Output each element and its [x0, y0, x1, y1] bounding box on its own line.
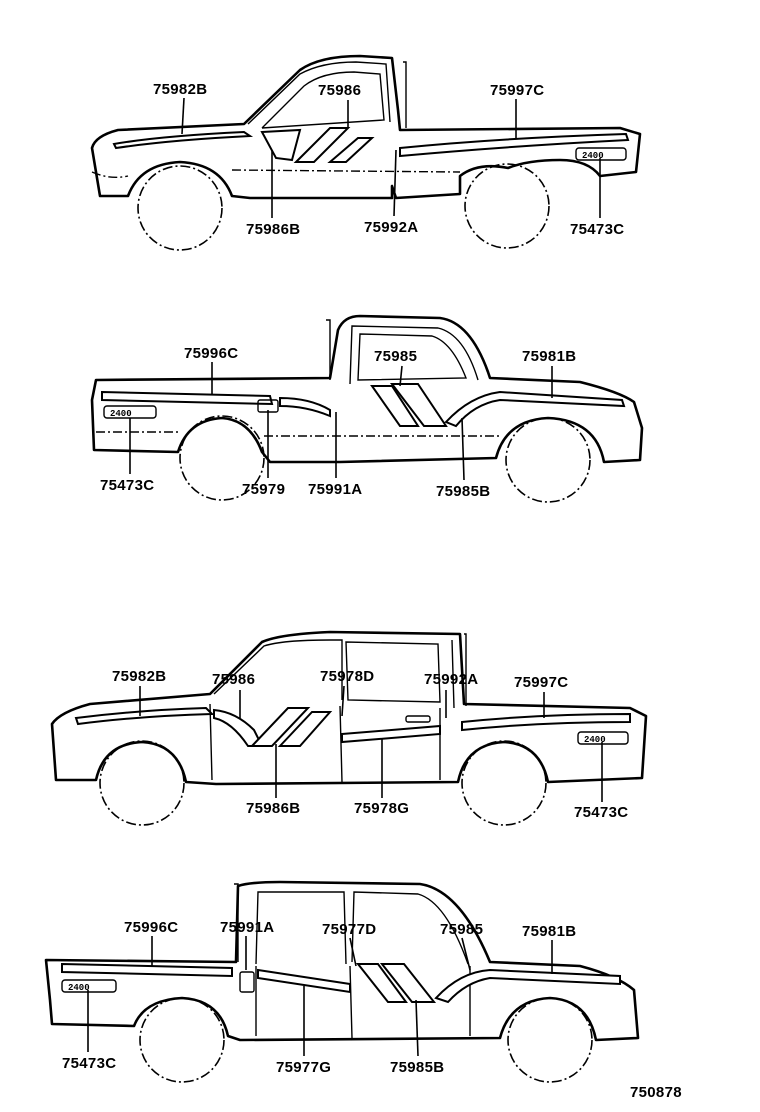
- part-label: 75978G: [354, 800, 409, 817]
- leader-line: [461, 937, 471, 971]
- part-label: 75982B: [112, 668, 166, 685]
- part-label: 75986B: [246, 800, 300, 817]
- truck-body-outline: [90, 314, 644, 464]
- rocker-line: [96, 431, 500, 437]
- hood-stripe: [434, 968, 621, 1004]
- hood-stripe: [444, 390, 626, 428]
- bed-stripe: [101, 390, 274, 406]
- front-wheel: [137, 165, 223, 251]
- front-window-frame: [213, 639, 343, 700]
- front-wheel: [505, 417, 591, 503]
- part-label: 75473C: [100, 477, 154, 494]
- part-label: 75473C: [570, 221, 624, 238]
- bed-stripe: [399, 132, 630, 158]
- graphic-slash-2: [277, 711, 333, 747]
- part-label: 75982B: [153, 81, 207, 98]
- window-glass: [357, 333, 468, 381]
- part-label: 75985B: [390, 1059, 444, 1076]
- part-label: 75978D: [320, 668, 374, 685]
- front-wheel: [507, 997, 593, 1083]
- part-label: 75992A: [364, 219, 418, 236]
- part-label: 75985: [440, 921, 483, 938]
- hood-stripe: [112, 130, 254, 150]
- rear-pillar: [451, 633, 467, 709]
- rear-door-stripe: [257, 968, 351, 994]
- badge-mark: 2400: [584, 735, 606, 745]
- bed-stripe: [461, 712, 631, 732]
- figure-id: 750878: [630, 1084, 682, 1101]
- part-label: 75985: [374, 348, 417, 365]
- part-label: 75996C: [184, 345, 238, 362]
- truck-regular-cab-left: 2400 75982B 75986 75997C 75986B 75992A 7…: [90, 54, 642, 251]
- truck-body-outline: [44, 880, 640, 1042]
- rear-window-frame: [255, 891, 347, 965]
- part-label: 75977D: [322, 921, 376, 938]
- rear-window-frame: [345, 641, 441, 703]
- truck-double-cab-left: 2400 75982B 75986 75978D 75992A 75997C 7…: [50, 630, 648, 826]
- window-frame: [247, 61, 391, 125]
- bed-stripe: [61, 962, 233, 978]
- graphic-slash: [355, 963, 408, 1003]
- fuel-lid: [239, 971, 255, 993]
- part-label: 75986: [318, 82, 361, 99]
- part-label: 75986B: [246, 221, 300, 238]
- part-label: 75473C: [574, 804, 628, 821]
- door-handle: [405, 715, 431, 723]
- badge-mark: 2400: [582, 151, 604, 161]
- truck-regular-cab-right: 2400 75996C 75985 75981B 75473C 75979 75…: [90, 314, 644, 503]
- truck-body-outline: [50, 630, 648, 786]
- leader-line: [393, 149, 397, 217]
- front-door-stripe: [213, 708, 264, 747]
- part-label: 75992A: [424, 671, 478, 688]
- part-label: 75981B: [522, 923, 576, 940]
- emblem-badge: [577, 731, 629, 745]
- part-label: 75473C: [62, 1055, 116, 1072]
- part-label: 75979: [242, 481, 285, 498]
- graphic-slash-2: [327, 137, 375, 163]
- hood-stripe: [74, 706, 215, 726]
- part-label: 75996C: [124, 919, 178, 936]
- part-label: 75985B: [436, 483, 490, 500]
- emblem-badge: [61, 979, 117, 993]
- window-glass: [261, 71, 385, 129]
- part-label: 75997C: [490, 82, 544, 99]
- part-label: 75986: [212, 671, 255, 688]
- window-frame: [349, 325, 479, 385]
- part-label: 75977G: [276, 1059, 331, 1076]
- leader-line: [181, 97, 185, 135]
- rear-door-stripe: [341, 724, 441, 744]
- rear-pillar: [234, 883, 239, 962]
- rear-wheel: [139, 997, 225, 1083]
- leader-line: [399, 365, 403, 387]
- cab-stripe: [279, 396, 331, 418]
- rear-pillar: [403, 61, 407, 128]
- truck-double-cab-right: 2400 75996C 75991A 75977D 75985 75981B 7…: [44, 880, 640, 1083]
- graphic-slash: [370, 385, 420, 427]
- badge-mark: 2400: [110, 409, 132, 419]
- rear-pillar: [326, 319, 331, 380]
- badge-mark: 2400: [68, 983, 90, 993]
- leader-line: [349, 937, 357, 967]
- part-label: 75997C: [514, 674, 568, 691]
- part-label: 75991A: [308, 481, 362, 498]
- door-stripe: [260, 128, 302, 162]
- graphic-slash-2: [379, 963, 437, 1003]
- rear-wheel: [464, 163, 550, 249]
- part-label: 75981B: [522, 348, 576, 365]
- leader-line: [341, 685, 345, 717]
- rear-wheel: [179, 415, 265, 501]
- door-lines: [209, 703, 441, 783]
- front-window-frame: [351, 891, 469, 965]
- part-label: 75991A: [220, 919, 274, 936]
- leader-line: [461, 417, 465, 481]
- rocker-line: [91, 169, 461, 179]
- rear-wheel: [461, 740, 547, 826]
- truck-body-outline: [90, 54, 642, 200]
- leader-line: [415, 999, 419, 1057]
- graphic-slash: [249, 707, 311, 747]
- graphic-slash-2: [389, 383, 448, 427]
- emblem-badge: [575, 147, 627, 161]
- front-wheel: [99, 740, 185, 826]
